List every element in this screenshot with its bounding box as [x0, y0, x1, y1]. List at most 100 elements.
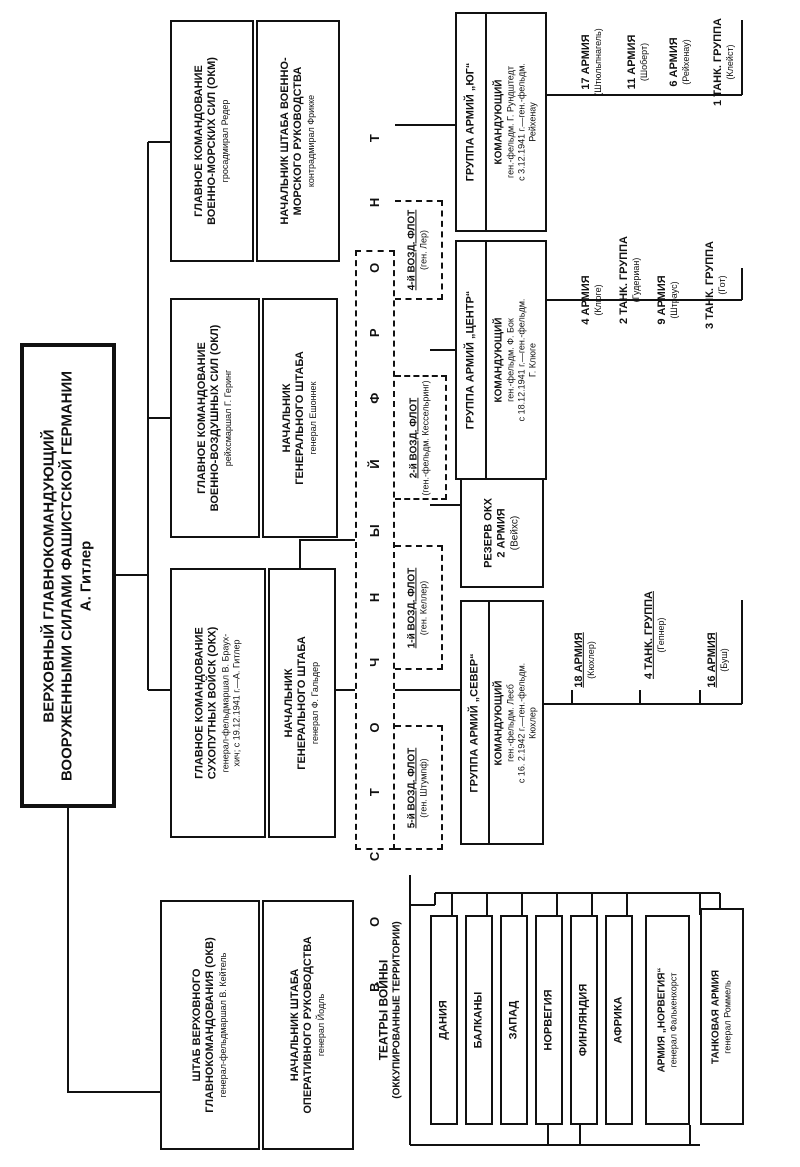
eastern-front-label: В О С Т О Ч Н Ы Й Ф Р О Н Т [367, 108, 383, 992]
air-fleet-2-commander: (ген.-фельдм. Кессельринг) [420, 379, 431, 496]
air-fleet-5-commander: (ген. Штумпф) [418, 757, 429, 818]
supreme-commander-name: А. Гитлер [77, 540, 95, 611]
okw-line1: ШТАБ ВЕРХОВНОГО [191, 968, 204, 1082]
ag-south-cmd-label: КОМАНДУЮЩИЙ [493, 79, 505, 165]
army-17-cmd: (Штюльпнагель) [593, 28, 604, 96]
ag-north-cmd-1: ген.-фельдм. Леєб [505, 683, 516, 762]
theater-norway-label: НОРВЕГИЯ [542, 989, 555, 1051]
okl-staff-line2: ГЕНЕРАЛЬНОГО ШТАБА [294, 351, 307, 485]
okm-staff-commander: контрадмирал Фрикке [305, 94, 316, 188]
army-16-name: 16 АРМИЯ [705, 632, 718, 688]
ag-north-cmd-3: Кюхлер [527, 706, 538, 739]
army-norway-box: АРМИЯ „НОРВЕГИЯ“генерал Фалькенхорст [645, 915, 690, 1125]
army-4-name: 4 АРМИЯ [579, 275, 592, 325]
okh-commander-1: генерал-фельдмаршал В. Браух- [220, 633, 231, 773]
panzer-1-name: 1 ТАНК. ГРУППА [711, 18, 724, 106]
panzer-3-name: 3 ТАНК. ГРУППА [703, 241, 716, 329]
okh-staff-commander: генерал Ф. Гальдер [309, 661, 320, 745]
ag-south-cmd-1: ген.-фельдм. Г. Рундштедт [505, 66, 516, 178]
ag-south-title: ГРУППА АРМИЙ „ЮГ“ [464, 62, 477, 182]
army-9-cmd: (Штраус) [669, 281, 680, 319]
theaters-title: ТЕАТРЫ ВОЙНЫ [376, 959, 391, 1061]
okl-box: ГЛАВНОЕ КОМАНДОВАНИЕ ВОЕННО-ВОЗДУШНЫХ СИ… [170, 298, 260, 538]
theater-denmark-label: ДАНИЯ [437, 1000, 450, 1040]
okm-staff-box: НАЧАЛЬНИК ШТАБА ВОЕННО- МОРСКОГО РУКОВОД… [256, 20, 340, 262]
okw-ops-line2: ОПЕРАТИВНОГО РУКОВОДСТВА [302, 936, 315, 1114]
okl-line2: ВОЕННО-ВОЗДУШНЫХ СИЛ (ОКЛ) [209, 324, 222, 512]
air-fleet-5-box: 5-й ВОЗД. ФЛОТ (ген. Штумпф) [395, 725, 443, 850]
okh-line1: ГЛАВНОЕ КОМАНДОВАНИЕ [193, 627, 206, 779]
okw-line2: ГЛАВНОКОМАНДОВАНИЯ (ОКВ) [204, 937, 217, 1113]
okl-staff-commander: генерал Ешоннек [307, 381, 318, 455]
ag-north-box: ГРУППА АРМИЙ „СЕВЕР“ КОМАНДУЮЩИЙ ген.-фе… [460, 600, 544, 845]
army-norway-commander: генерал Фалькенхорст [668, 972, 679, 1068]
okh-box: ГЛАВНОЕ КОМАНДОВАНИЕ СУХОПУТНЫХ ВОЙСК (О… [170, 568, 266, 838]
theaters-subtitle: (ОККУПИРОВАННЫЕ ТЕРРИТОРИИ) [391, 921, 403, 1099]
okw-box: ШТАБ ВЕРХОВНОГО ГЛАВНОКОМАНДОВАНИЯ (ОКВ)… [160, 900, 260, 1150]
army-11-cmd: (Шоберт) [639, 42, 650, 82]
ag-north-title: ГРУППА АРМИЙ „СЕВЕР“ [468, 652, 481, 793]
okm-staff-line1: НАЧАЛЬНИК ШТАБА ВОЕННО- [279, 57, 292, 225]
panzer-4-cmd: (Гепнер) [656, 617, 667, 653]
okw-ops-commander: генерал Йодль [315, 993, 326, 1057]
air-fleet-4-commander: (ген. Лер) [418, 230, 429, 270]
okh-staff-box: НАЧАЛЬНИК ГЕНЕРАЛЬНОГО ШТАБА генерал Ф. … [268, 568, 336, 838]
okm-commander: гросадмирал Редер [219, 99, 230, 183]
theater-finland: ФИНЛЯНДИЯ [570, 915, 598, 1125]
air-fleet-2-box: 2-й ВОЗД. ФЛОТ (ген.-фельдм. Кессельринг… [395, 375, 447, 500]
theater-finland-label: ФИНЛЯНДИЯ [577, 983, 590, 1057]
ag-north-cmd-2: с 16. 2.1942 г.—ген.-фельдм. [516, 662, 527, 783]
ag-south-cmd-2: с 3.12.1941 г.—ген.-фельдм. [516, 63, 527, 181]
ag-north-cmd-label: КОМАНДУЮЩИЙ [493, 680, 505, 765]
okl-commander: рейхсмаршал Г. Геринг [222, 369, 233, 467]
eastern-front-band: В О С Т О Ч Н Ы Й Ф Р О Н Т [355, 108, 395, 992]
army-4-cmd: (Клюге) [593, 284, 604, 316]
okh-staff-line1: НАЧАЛЬНИК [283, 668, 296, 738]
ag-center-box: ГРУППА АРМИЙ „ЦЕНТР“ КОМАНДУЮЩИЙ ген.-фе… [455, 240, 547, 480]
okw-commander: генерал-фельдмаршал В. Кейтель [217, 952, 228, 1098]
panzer-army-title: ТАНКОВАЯ АРМИЯ [710, 969, 722, 1064]
air-fleet-1-commander: (ген. Келлер) [418, 580, 429, 635]
army-16-cmd: (Буш) [719, 648, 730, 672]
panzer-army-commander: генерал Роммель [722, 979, 733, 1054]
ag-center-cmd-3: Г. Клюге [527, 342, 538, 378]
air-fleet-4-box: 4-й ВОЗД. ФЛОТ (ген. Лер) [395, 200, 443, 300]
army-norway-title: АРМИЯ „НОРВЕГИЯ“ [655, 967, 667, 1073]
army-18-cmd: (Кюхлер) [586, 641, 597, 679]
theater-africa: АФРИКА [605, 915, 633, 1125]
theater-balkans: БАЛКАНЫ [465, 915, 493, 1125]
theater-africa-label: АФРИКА [612, 996, 625, 1044]
theater-west-label: ЗАПАД [507, 1000, 520, 1040]
air-fleet-2-name: 2-й ВОЗД. ФЛОТ [408, 397, 420, 478]
ag-center-title: ГРУППА АРМИЙ „ЦЕНТР“ [464, 290, 477, 430]
army-18-name: 18 АРМИЯ [572, 632, 585, 688]
supreme-commander-line2: ВООРУЖЕННЫМИ СИЛАМИ ФАШИСТСКОЙ ГЕРМАНИИ [58, 370, 76, 781]
panzer-4-name: 4 ТАНК. ГРУППА [642, 591, 655, 679]
theater-balkans-label: БАЛКАНЫ [472, 991, 485, 1049]
okm-box: ГЛАВНОЕ КОМАНДОВАНИЕ ВОЕННО-МОРСКИХ СИЛ … [170, 20, 254, 262]
okw-ops-box: НАЧАЛЬНИК ШТАБА ОПЕРАТИВНОГО РУКОВОДСТВА… [262, 900, 354, 1150]
ag-center-cmd-label: КОМАНДУЮЩИЙ [493, 317, 505, 403]
army-17-name: 17 АРМИЯ [579, 34, 592, 90]
okh-reserve-army: 2 АРМИЯ [495, 508, 508, 558]
okh-staff-line2: ГЕНЕРАЛЬНОГО ШТАБА [296, 636, 309, 770]
ag-south-box: ГРУППА АРМИЙ „ЮГ“ КОМАНДУЮЩИЙ ген.-фельд… [455, 12, 547, 232]
army-11-name: 11 АРМИЯ [625, 34, 638, 90]
okh-line2: СУХОПУТНЫХ ВОЙСК (ОКХ) [207, 626, 220, 780]
panzer-3-cmd: (Гот) [717, 275, 728, 295]
theater-west: ЗАПАД [500, 915, 528, 1125]
air-fleet-4-name: 4-й ВОЗД. ФЛОТ [406, 209, 418, 291]
army-6-name: 6 АРМИЯ [667, 37, 680, 87]
okh-reserve-title: РЕЗЕРВ ОКХ [482, 498, 495, 568]
panzer-1-cmd: (Клейст) [725, 44, 736, 80]
supreme-commander-line1: ВЕРХОВНЫЙ ГЛАВНОКОМАНДУЮЩИЙ [40, 428, 58, 723]
theater-norway: НОРВЕГИЯ [535, 915, 563, 1125]
ag-south-cmd-3: Рейхенау [527, 102, 538, 142]
okm-staff-line2: МОРСКОГО РУКОВОДСТВА [292, 66, 305, 216]
okl-line1: ГЛАВНОЕ КОМАНДОВАНИЕ [196, 342, 209, 494]
air-fleet-1-name: 1-й ВОЗД. ФЛОТ [406, 567, 418, 648]
panzer-2-name: 2 ТАНК. ГРУППА [617, 236, 630, 324]
panzer-2-cmd: (Гудериан) [631, 257, 642, 303]
okh-commander-2: хич; с 19.12.1941 г.—А. Гитлер [231, 639, 242, 767]
